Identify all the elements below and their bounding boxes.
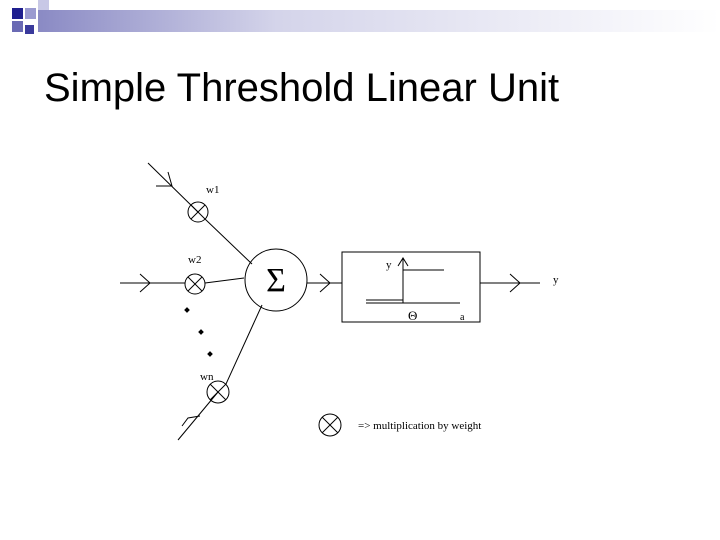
ellipsis-dot-3 — [207, 351, 213, 357]
step-function-box — [341, 251, 481, 323]
input-arrow-n — [177, 391, 219, 441]
step-x-axis-label: a — [460, 312, 465, 323]
deco-square-2 — [25, 8, 36, 19]
deco-square-3 — [38, 0, 49, 10]
weight-label-wn: wn — [200, 371, 214, 383]
input-arrow-1 — [147, 162, 199, 213]
multiplier-icon-2 — [184, 273, 206, 295]
deco-square-4 — [12, 21, 23, 32]
multiplier-icon-n — [206, 380, 230, 404]
ellipsis-dots — [184, 307, 213, 357]
step-function-curve — [366, 257, 460, 304]
connection-1 — [204, 218, 253, 265]
weight-label-w2: w2 — [188, 254, 201, 266]
output-label: y — [553, 274, 559, 286]
slide-header-decoration — [12, 0, 720, 34]
connection-2 — [204, 277, 245, 284]
input-arrow-2 — [120, 273, 185, 293]
multiplier-icon-1 — [187, 201, 209, 223]
ellipsis-dot-1 — [184, 307, 190, 313]
sum-symbol: Σ — [266, 262, 286, 299]
output-arrow — [480, 273, 540, 293]
legend-text: => multiplication by weight — [358, 420, 481, 432]
deco-square-1 — [12, 8, 23, 19]
connection-n — [225, 304, 263, 385]
step-y-axis-label: y — [386, 259, 392, 271]
threshold-symbol: Θ — [408, 308, 417, 323]
deco-square-5 — [25, 25, 34, 34]
page-title: Simple Threshold Linear Unit — [44, 66, 560, 110]
sum-node — [244, 248, 308, 312]
ellipsis-dot-2 — [198, 329, 204, 335]
weight-label-w1: w1 — [206, 184, 219, 196]
legend-multiplication-icon — [318, 413, 342, 437]
sum-to-step-arrow — [307, 273, 342, 293]
